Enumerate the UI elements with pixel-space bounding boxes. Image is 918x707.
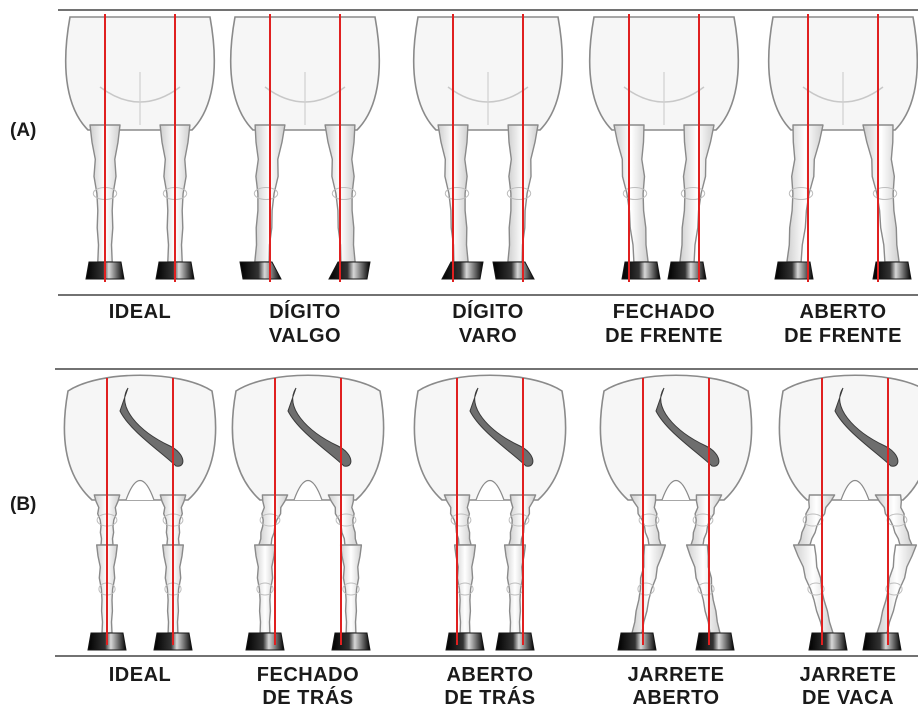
rear-figure-4-left-hoof [618, 633, 656, 650]
rear-figure-4 [600, 375, 751, 650]
front-figure-3-right-hoof [493, 262, 534, 279]
rear-figure-5 [779, 375, 918, 650]
caption-a3-line1: DÍGITO [452, 300, 524, 323]
rear-figure-5-right-lower-leg [877, 545, 916, 633]
rear-figure-2-left-hoof [246, 633, 284, 650]
caption-b1: IDEAL [109, 664, 172, 686]
rear-figure-5-left-hoof [809, 633, 847, 650]
rear-figure-2-right-hoof [332, 633, 370, 650]
front-figure-1 [66, 14, 215, 282]
front-figure-2-right-hoof [329, 262, 370, 279]
rear-figure-2-left-upper-leg [259, 495, 288, 545]
caption-a3-line2: VARO [459, 325, 517, 347]
front-figure-5-right-leg [863, 125, 899, 262]
caption-b2-line1: FECHADO [257, 664, 359, 686]
caption-a2-line2: VALGO [269, 325, 341, 347]
front-figure-5 [769, 14, 918, 282]
front-figure-4-right-leg [680, 125, 714, 262]
rear-figure-5-hindquarters [779, 375, 918, 500]
row-a-figures [66, 14, 918, 282]
front-figure-3 [414, 14, 563, 282]
caption-a4-line2: DE FRENTE [605, 325, 723, 347]
rear-figure-4-right-lower-leg [687, 545, 720, 633]
row-b-label: (B) [10, 494, 36, 515]
front-figure-4-right-hoof [668, 262, 706, 279]
caption-b2-line2: DE TRÁS [262, 686, 353, 707]
rear-figure-3-left-hoof [446, 633, 484, 650]
rear-figure-4-right-hoof [696, 633, 734, 650]
row-b-captions: IDEAL FECHADO DE TRÁS ABERTO DE TRÁS JAR… [109, 664, 897, 707]
caption-b5-line2: DE VACA [802, 687, 894, 707]
caption-b3-line1: ABERTO [446, 664, 533, 686]
caption-a4-line1: FECHADO [613, 301, 715, 323]
row-a-captions: IDEAL DÍGITO VALGO DÍGITO VARO FECHADO D… [109, 300, 902, 347]
rear-figure-5-right-hoof [863, 633, 901, 650]
front-figure-4-left-hoof [622, 262, 660, 279]
rear-figure-2-right-lower-leg [341, 545, 362, 633]
rear-figure-4-left-lower-leg [632, 545, 665, 633]
caption-b4-line1: JARRETE [628, 664, 725, 686]
front-figure-4-left-leg [614, 125, 648, 262]
caption-a2-line1: DÍGITO [269, 300, 341, 323]
rear-figure-2 [232, 375, 383, 650]
caption-b5-line1: JARRETE [800, 664, 897, 686]
caption-b3-line2: DE TRÁS [444, 686, 535, 707]
caption-b4-line2: ABERTO [632, 687, 719, 707]
rear-figure-4-right-upper-leg [691, 495, 722, 545]
caption-a5-line1: ABERTO [799, 301, 886, 323]
front-figure-2-left-hoof [240, 262, 281, 279]
rear-figure-2-left-lower-leg [255, 545, 276, 633]
rear-figure-3 [414, 375, 565, 650]
rear-figure-3-right-hoof [496, 633, 534, 650]
front-figure-3-left-hoof [442, 262, 483, 279]
rear-figure-1 [64, 375, 215, 650]
front-figure-4 [590, 14, 739, 282]
rear-figure-2-right-upper-leg [328, 495, 357, 545]
rear-figure-4-left-upper-leg [630, 495, 661, 545]
row-a-label: (A) [10, 120, 36, 141]
front-figure-2 [231, 14, 380, 282]
front-figure-5-left-leg [787, 125, 823, 262]
caption-a5-line2: DE FRENTE [784, 325, 902, 347]
row-b-figures [64, 375, 918, 650]
rear-figure-5-left-lower-leg [794, 545, 833, 633]
caption-a1: IDEAL [109, 301, 172, 323]
